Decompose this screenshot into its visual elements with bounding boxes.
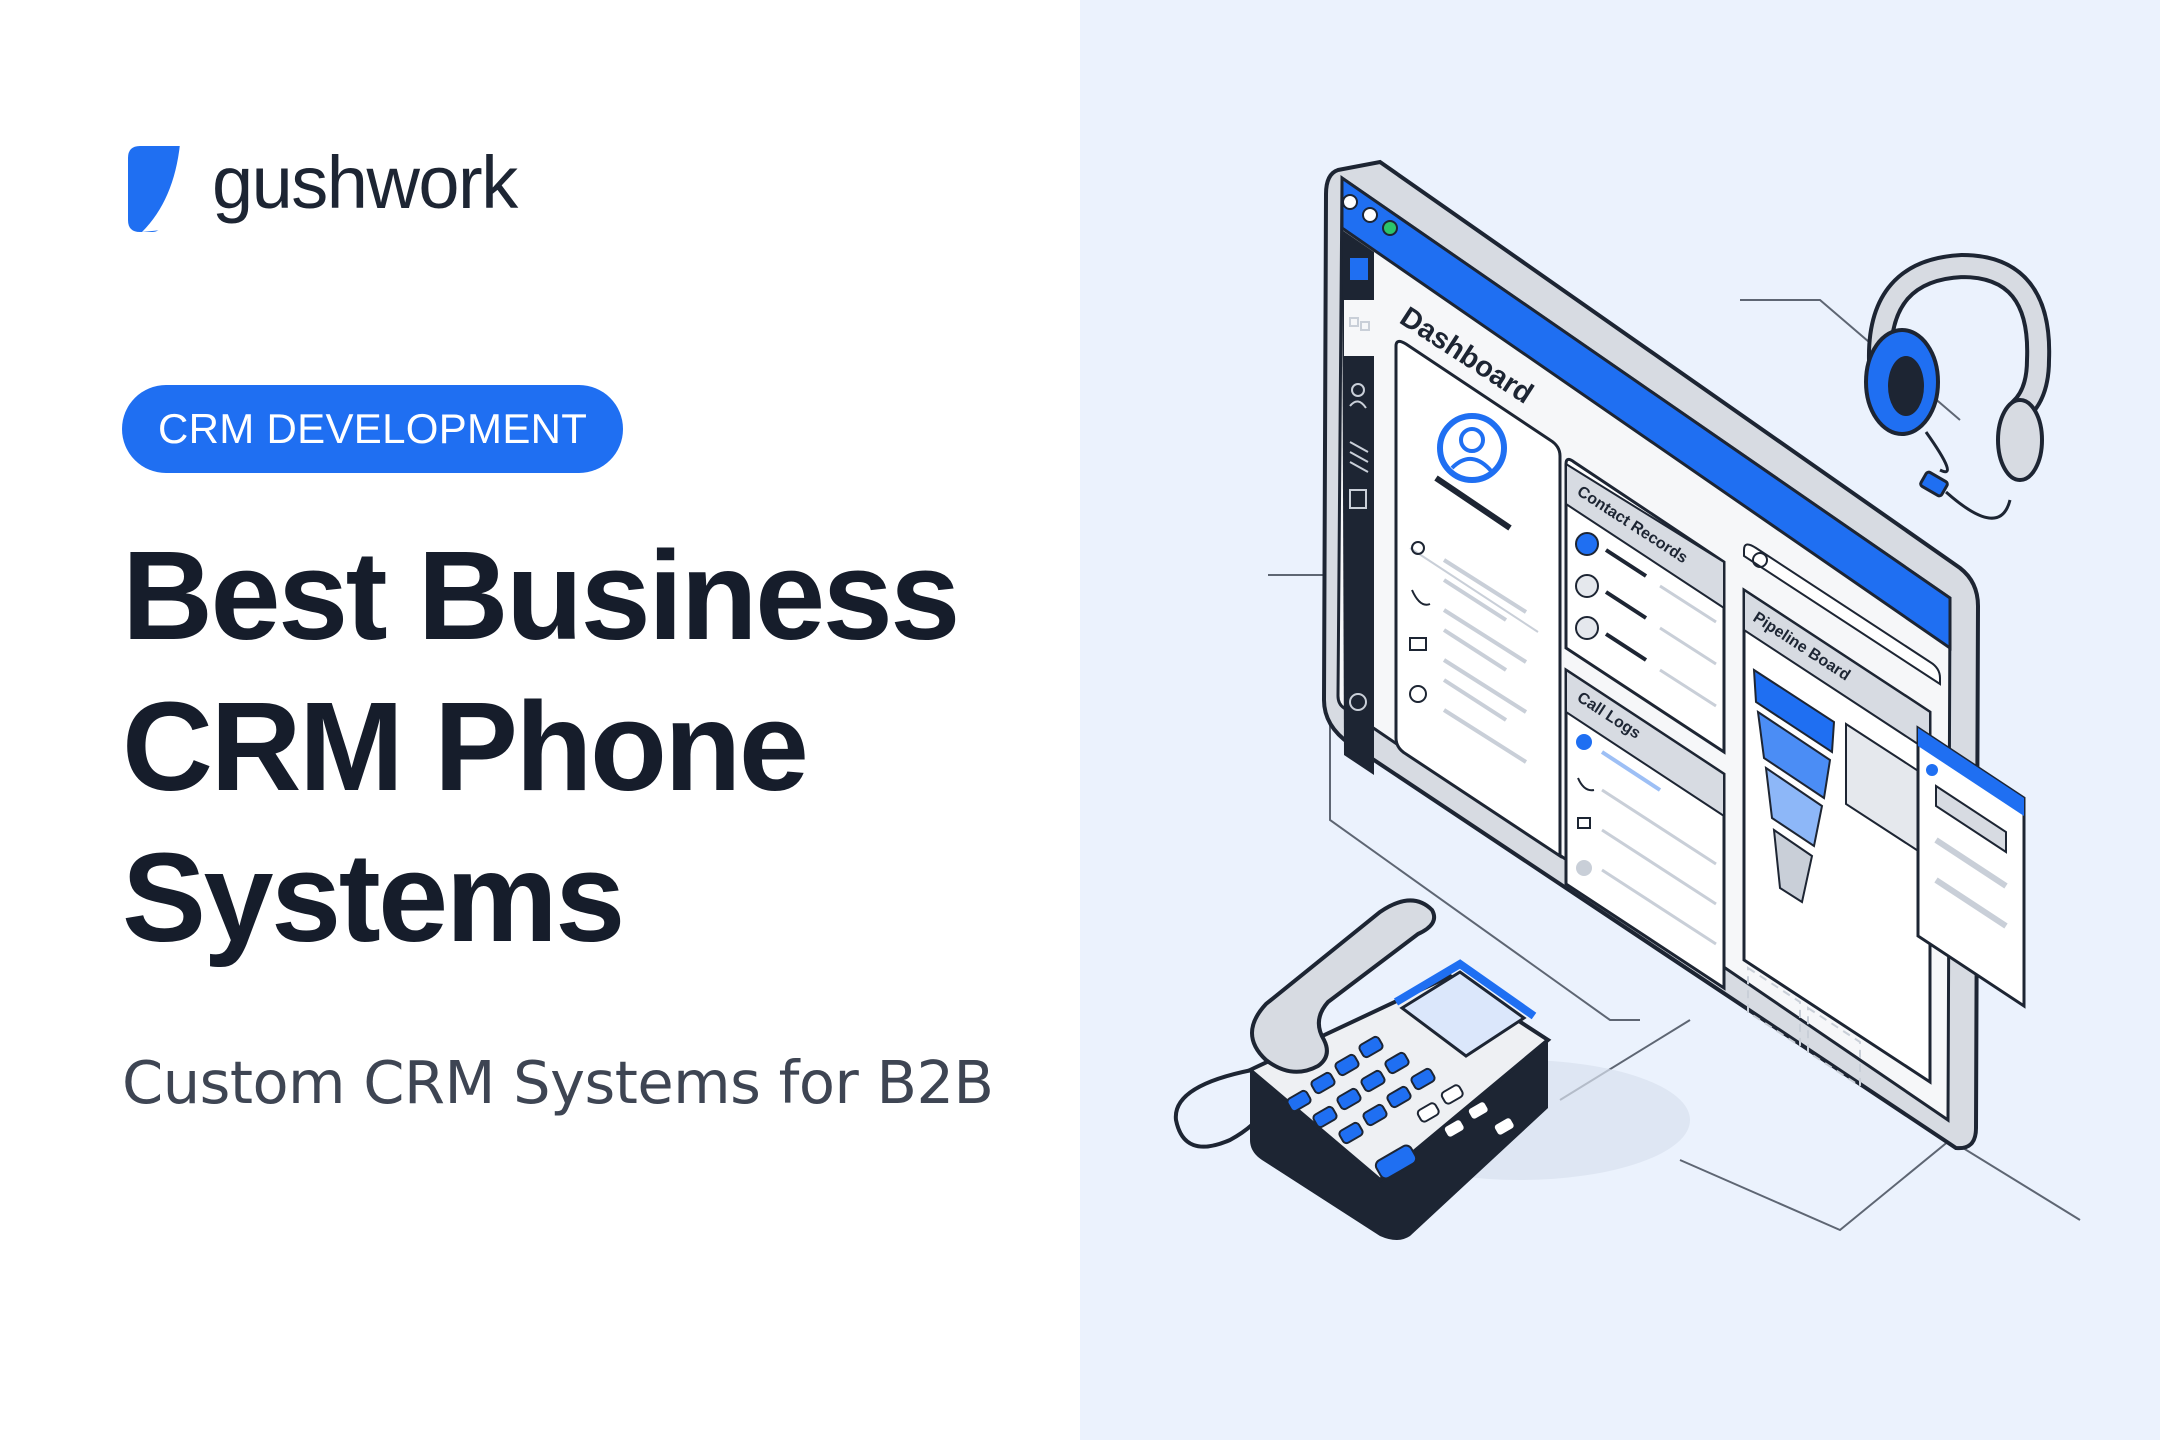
profile-card xyxy=(1394,339,1562,859)
desk-phone-icon xyxy=(1173,898,1552,1240)
floating-card xyxy=(1916,725,2026,1009)
title-line-3: Systems xyxy=(122,827,625,968)
pipeline-board-panel: Pipeline Board xyxy=(1742,587,1932,1088)
headset-icon xyxy=(1864,252,2052,520)
page-title: Best Business CRM Phone Systems xyxy=(122,520,1022,973)
subtitle: Custom CRM Systems for B2B xyxy=(122,1048,994,1117)
left-panel xyxy=(0,0,1080,1440)
monitor-icon: Dashboard xyxy=(1321,159,2026,1151)
title-line-1: Best Business xyxy=(122,525,960,666)
search-bar xyxy=(1743,543,1941,686)
contact-records-panel: Contact Records xyxy=(1564,457,1726,755)
crm-illustration: Dashboard xyxy=(1080,0,2160,1440)
call-logs-panel: Call Logs xyxy=(1564,667,1726,991)
title-line-2: CRM Phone xyxy=(122,676,809,817)
logo-mark-icon xyxy=(128,144,198,232)
category-badge: CRM DEVELOPMENT xyxy=(122,385,624,473)
brand-logo: gushwork xyxy=(122,138,518,236)
brand-name: gushwork xyxy=(212,141,518,224)
